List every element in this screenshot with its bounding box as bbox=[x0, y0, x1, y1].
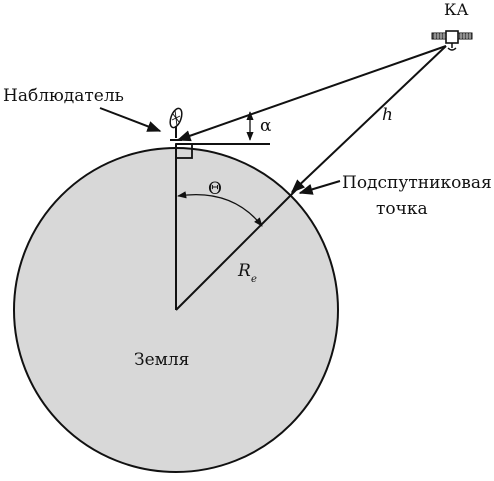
subsatellite-point-label-line1: Подспутниковая bbox=[342, 173, 492, 193]
observer-pointer-arrow bbox=[99, 107, 162, 132]
satellite-label: КА bbox=[444, 0, 469, 19]
central-angle-label: Θ bbox=[208, 179, 222, 199]
dish-antenna-icon bbox=[169, 107, 183, 141]
earth-radius-subscript: e bbox=[251, 274, 257, 285]
earth-radius-label: R bbox=[237, 261, 251, 281]
observer-label: Наблюдатель bbox=[3, 86, 124, 106]
subsatellite-pointer-arrow bbox=[298, 180, 341, 195]
line-of-sight bbox=[176, 45, 447, 142]
subsatellite-point-label-line2: точка bbox=[376, 199, 428, 219]
satellite-icon bbox=[431, 30, 473, 51]
altitude-label: h bbox=[382, 105, 393, 125]
earth-label: Земля bbox=[134, 350, 189, 370]
radius-to-subsatellite-point bbox=[175, 189, 297, 311]
central-angle-arc bbox=[177, 191, 263, 227]
altitude-line bbox=[290, 45, 447, 193]
elevation-angle-label: α bbox=[260, 116, 272, 136]
